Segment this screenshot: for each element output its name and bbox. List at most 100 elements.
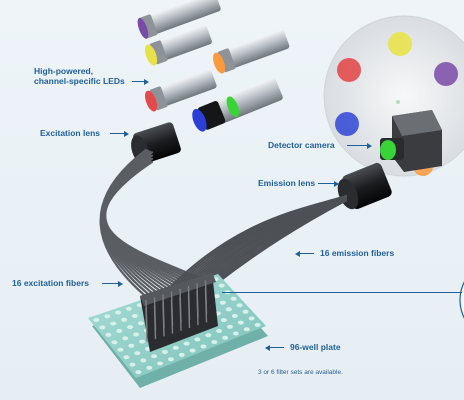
- well: [133, 332, 140, 337]
- well: [104, 314, 111, 319]
- detector-camera-shape: [380, 110, 442, 172]
- well: [167, 357, 174, 362]
- emission-fibers-arrow: [295, 250, 314, 257]
- plate-zoom-circle: [459, 281, 464, 319]
- well: [140, 358, 147, 363]
- leds-label-line2: channel-specific LEDs: [34, 76, 125, 86]
- emission-fiber: [207, 196, 347, 288]
- emission-fiber: [215, 199, 347, 285]
- well: [172, 345, 179, 350]
- well: [218, 283, 225, 288]
- led-orange: [213, 29, 290, 74]
- well: [220, 318, 227, 323]
- fiber-pin: [187, 293, 191, 329]
- well: [122, 336, 129, 341]
- led-blue-green: [192, 77, 283, 132]
- emission-fiber: [155, 195, 347, 303]
- well: [151, 354, 158, 359]
- fiber-pin: [179, 296, 182, 331]
- well: [231, 313, 238, 318]
- led-yellow: [145, 25, 212, 66]
- well: [178, 352, 185, 357]
- well: [157, 361, 164, 366]
- well: [136, 303, 143, 308]
- fiber-pin: [153, 305, 157, 340]
- excitation-fibers-arrow: [102, 280, 123, 287]
- well: [226, 324, 233, 329]
- well: [134, 351, 141, 356]
- well: [216, 329, 223, 333]
- well: [125, 306, 132, 311]
- well: [194, 337, 201, 342]
- fiber-connector-block: [140, 272, 218, 352]
- well: [139, 339, 146, 344]
- zoom-filter-red: [337, 58, 361, 82]
- well: [137, 321, 144, 326]
- well: [99, 325, 106, 330]
- emission-fibers-label: 16 emission fibers: [320, 248, 395, 258]
- well: [189, 348, 196, 353]
- fiber-pin: [204, 288, 208, 323]
- well: [93, 317, 100, 322]
- well: [230, 296, 237, 301]
- emission-lens-arrow: [318, 180, 339, 187]
- well: [219, 300, 226, 305]
- well: [242, 309, 249, 314]
- zoom-filter-blue: [335, 112, 359, 136]
- well: [121, 317, 128, 322]
- well: [105, 332, 112, 337]
- plate-arrow: [265, 344, 284, 351]
- well: [123, 355, 130, 360]
- well: [135, 370, 142, 375]
- well: [117, 347, 124, 352]
- excitation-fibers: [99, 148, 212, 302]
- excitation-fiber: [103, 160, 212, 284]
- zoom-filter-purple: [434, 62, 458, 86]
- well: [115, 310, 122, 315]
- well: [222, 335, 229, 340]
- fiber-pin: [162, 302, 165, 337]
- emission-lens-label: Emission lens: [258, 178, 316, 188]
- led-purple: [137, 0, 221, 39]
- well: [116, 328, 123, 333]
- well: [236, 303, 243, 308]
- well: [127, 325, 134, 330]
- plate-zoom-leader: [222, 292, 462, 293]
- well: [129, 362, 136, 367]
- well: [211, 340, 218, 345]
- plate-label: 96-well plate: [290, 342, 341, 352]
- fiber-pin: [145, 307, 148, 343]
- detector-camera-label: Detector camera: [268, 140, 335, 150]
- well: [183, 341, 190, 346]
- well: [232, 331, 239, 336]
- leds-label-line1: High-powered,: [34, 66, 94, 76]
- well: [146, 365, 153, 370]
- well: [254, 322, 261, 327]
- emission-fiber: [211, 198, 347, 287]
- well: [243, 327, 250, 332]
- leds-label: High-powered, channel-specific LEDs: [34, 66, 125, 86]
- well: [131, 314, 138, 318]
- well: [161, 350, 168, 354]
- filter-note: 3 or 6 filter sets are available.: [258, 369, 343, 376]
- well: [110, 321, 117, 326]
- well: [200, 344, 207, 349]
- emission-fiber: [203, 195, 347, 289]
- leds-arrow: [132, 78, 149, 85]
- excitation-fibers-label: 16 excitation fibers: [12, 278, 90, 288]
- emission-fiber: [171, 195, 347, 299]
- led-modules: [137, 0, 290, 132]
- fiber-pin: [170, 299, 174, 334]
- well: [128, 343, 135, 348]
- well: [225, 307, 232, 312]
- zoom-filter-yellow: [388, 32, 412, 56]
- well: [213, 294, 220, 299]
- excitation-lens-label: Excitation lens: [40, 128, 100, 138]
- fiber-pin: [196, 291, 199, 326]
- well: [237, 320, 244, 325]
- well: [205, 333, 212, 338]
- led-red: [145, 69, 217, 112]
- well: [111, 340, 118, 345]
